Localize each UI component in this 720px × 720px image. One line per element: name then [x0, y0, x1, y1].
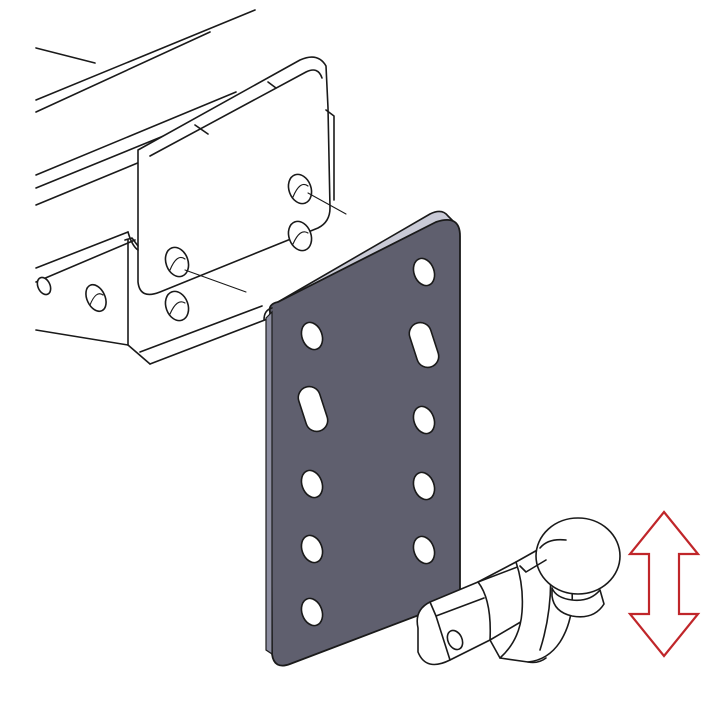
- vertical-adjustment-arrow: [627, 510, 701, 658]
- plate-holes-left: [297, 321, 329, 627]
- adapter-plate: [263, 210, 461, 667]
- vehicle-frame: [35, 9, 347, 365]
- tow-ball: [416, 517, 621, 666]
- plate-holes-right: [408, 257, 440, 565]
